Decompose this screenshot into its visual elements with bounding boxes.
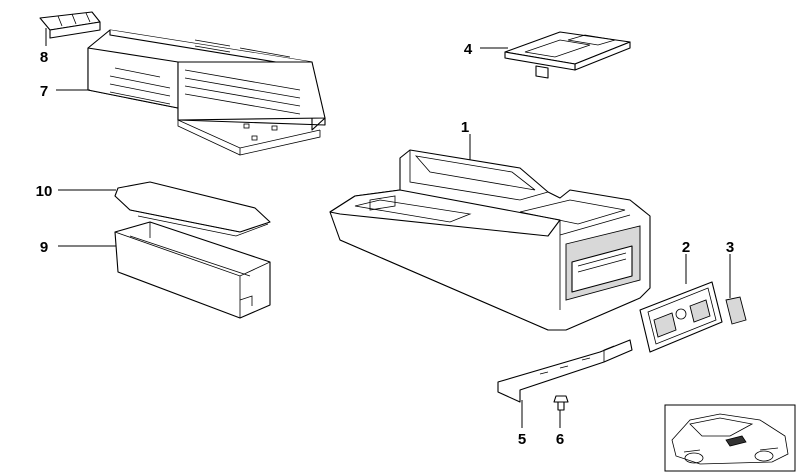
car-location-thumbnail	[664, 404, 796, 472]
leader-lines	[45, 28, 731, 428]
callout-9: 9	[40, 239, 48, 256]
callout-labels: 1 2 3 4 5 6 7 8 9 10	[36, 41, 735, 448]
part-7-box-holder[interactable]	[87, 29, 326, 156]
callout-10: 10	[36, 183, 53, 200]
callout-8: 8	[40, 49, 48, 66]
part-5-bracket[interactable]	[497, 339, 633, 403]
callout-1: 1	[461, 119, 469, 136]
part-4-small-tray[interactable]	[504, 31, 631, 79]
callout-2: 2	[682, 239, 690, 256]
part-8-clip-bracket[interactable]	[39, 11, 101, 39]
callout-3: 3	[726, 239, 734, 256]
callout-7: 7	[40, 83, 48, 100]
part-6-screw[interactable]	[553, 395, 569, 411]
part-10-armrest-cushion[interactable]	[114, 181, 271, 237]
callout-6: 6	[556, 431, 564, 448]
part-9-channel-rail[interactable]	[114, 221, 271, 319]
part-2-switch-panel[interactable]	[639, 281, 723, 353]
callout-5: 5	[518, 431, 526, 448]
part-1-center-console[interactable]	[329, 149, 651, 331]
part-3-cap[interactable]	[725, 296, 747, 325]
callout-4: 4	[464, 41, 473, 58]
